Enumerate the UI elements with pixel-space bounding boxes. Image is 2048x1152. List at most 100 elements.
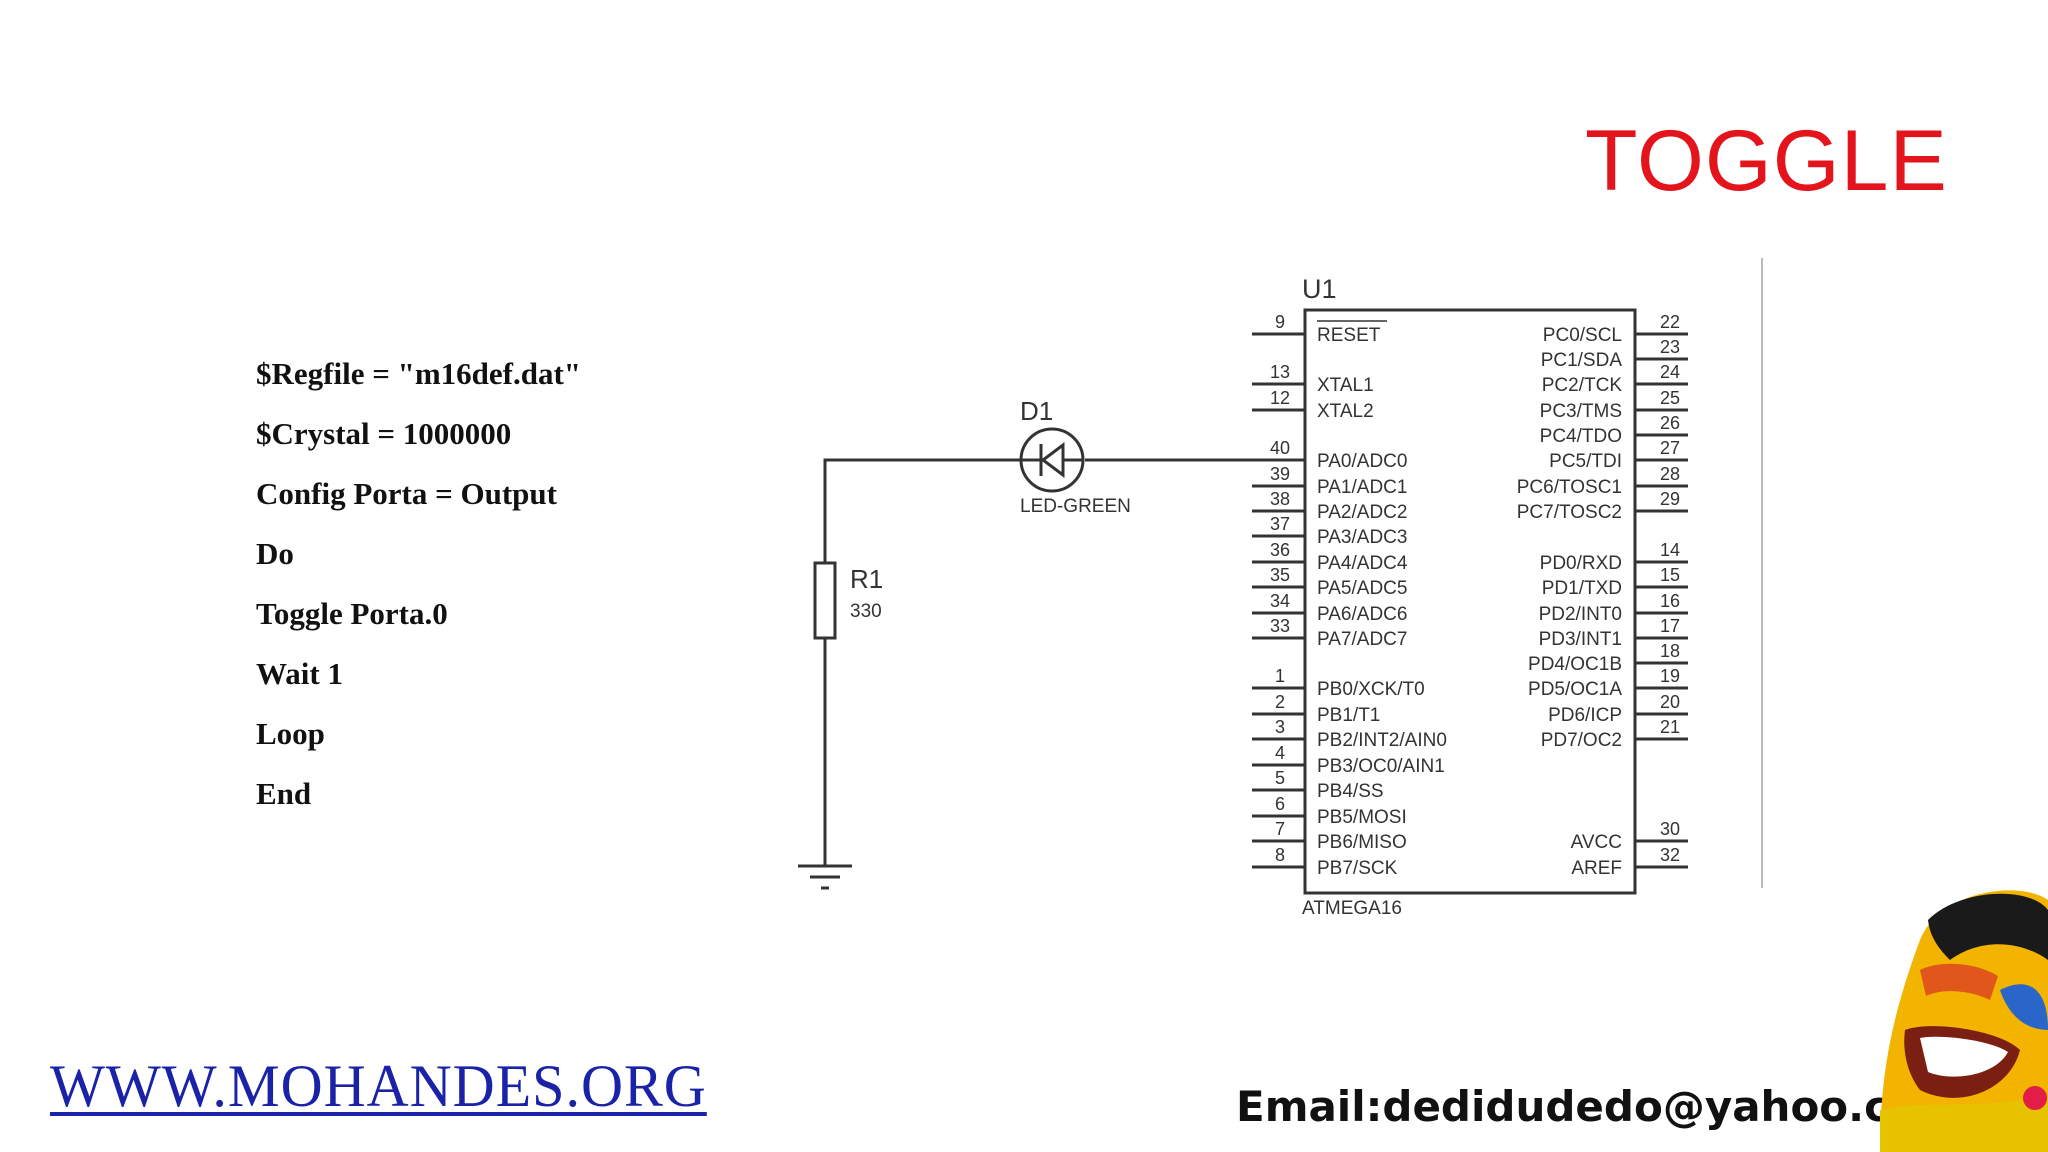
pin-number: 22 <box>1660 312 1680 332</box>
pin-label: PD1/TXD <box>1542 578 1622 599</box>
pin-label: PA4/ADC4 <box>1317 553 1408 574</box>
pin-label: PA6/ADC6 <box>1317 604 1407 625</box>
mcu-part-label: ATMEGA16 <box>1302 898 1402 919</box>
resistor-ref-label: R1 <box>850 564 883 594</box>
pin-number: 17 <box>1660 616 1680 636</box>
pin-label: PA0/ADC0 <box>1317 451 1407 472</box>
mcu-ref-label: U1 <box>1302 274 1337 304</box>
resistor-symbol <box>813 561 837 640</box>
pin-number: 39 <box>1270 464 1290 484</box>
ground-symbol <box>798 864 852 890</box>
pin-label: PD4/OC1B <box>1528 654 1622 675</box>
pin-number: 16 <box>1660 591 1680 611</box>
mcu-body <box>1303 308 1637 895</box>
pin-number: 20 <box>1660 692 1680 712</box>
mcu-right-pins: 22PC0/SCL23PC1/SDA24PC2/TCK25PC3/TMS26PC… <box>1517 312 1688 879</box>
presenter-avatar <box>1880 890 2048 1152</box>
pin-number: 30 <box>1660 819 1680 839</box>
code-line: Toggle Porta.0 <box>256 596 448 631</box>
pin-label: PD3/INT1 <box>1539 629 1622 650</box>
pin-label: AREF <box>1571 858 1622 879</box>
pin-label: XTAL1 <box>1317 375 1374 396</box>
pin-number: 37 <box>1270 514 1290 534</box>
pin-label: PB1/T1 <box>1317 705 1380 726</box>
code-listing: $Regfile = "m16def.dat" $Crystal = 10000… <box>256 350 581 830</box>
code-line: End <box>256 776 312 811</box>
pin-number: 15 <box>1660 565 1680 585</box>
pin-label: PC2/TCK <box>1542 375 1623 396</box>
pin-number: 5 <box>1275 768 1285 788</box>
pin-label: PC7/TOSC2 <box>1517 502 1622 523</box>
pin-number: 36 <box>1270 540 1290 560</box>
pin-label: PB5/MOSI <box>1317 807 1407 828</box>
pin-label: PD2/INT0 <box>1539 604 1622 625</box>
code-line: Config Porta = Output <box>256 476 557 511</box>
pin-number: 13 <box>1270 362 1290 382</box>
code-line: Loop <box>256 716 325 751</box>
pin-label: PC0/SCL <box>1543 325 1622 346</box>
led-ref-label: D1 <box>1020 396 1053 426</box>
resistor-value-label: 330 <box>850 601 882 622</box>
pin-label: PB2/INT2/AIN0 <box>1317 730 1447 751</box>
website-link[interactable]: WWW.MOHANDES.ORG <box>50 1053 707 1119</box>
pin-label: PA3/ADC3 <box>1317 527 1407 548</box>
code-line: $Regfile = "m16def.dat" <box>256 356 582 391</box>
pin-label: PA1/ADC1 <box>1317 477 1407 498</box>
pin-label: PB6/MISO <box>1317 832 1407 853</box>
pin-number: 3 <box>1275 717 1285 737</box>
pin-number: 21 <box>1660 717 1680 737</box>
pin-number: 8 <box>1275 845 1285 865</box>
pin-label: PB7/SCK <box>1317 858 1398 879</box>
pin-number: 18 <box>1660 641 1680 661</box>
code-line: $Crystal = 1000000 <box>256 416 512 451</box>
pin-number: 26 <box>1660 413 1680 433</box>
pin-label: PA2/ADC2 <box>1317 502 1407 523</box>
led-symbol <box>1019 427 1085 493</box>
pin-label: XTAL2 <box>1317 401 1374 422</box>
wire-led-resistor <box>823 458 1021 563</box>
pin-number: 9 <box>1275 312 1285 332</box>
pin-label: PB4/SS <box>1317 781 1384 802</box>
mcu-left-pins: 9RESET13XTAL112XTAL240PA0/ADC039PA1/ADC1… <box>1252 312 1447 879</box>
slide-title: TOGGLE <box>1585 113 1948 209</box>
pin-label: PB3/OC0/AIN1 <box>1317 756 1445 777</box>
pin-number: 4 <box>1275 743 1285 763</box>
pin-number: 34 <box>1270 591 1290 611</box>
pin-label: AVCC <box>1571 832 1622 853</box>
pin-number: 35 <box>1270 565 1290 585</box>
led-value-label: LED-GREEN <box>1020 496 1131 517</box>
contact-email: Email:dedidudedo@yahoo.com <box>1236 1082 1962 1131</box>
pin-number: 32 <box>1660 845 1680 865</box>
pin-number: 38 <box>1270 489 1290 509</box>
pin-label: PD0/RXD <box>1540 553 1622 574</box>
pin-number: 23 <box>1660 337 1680 357</box>
pin-number: 12 <box>1270 388 1290 408</box>
pin-number: 19 <box>1660 666 1680 686</box>
